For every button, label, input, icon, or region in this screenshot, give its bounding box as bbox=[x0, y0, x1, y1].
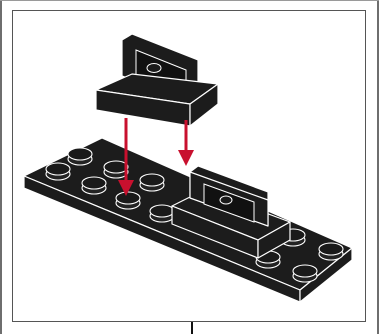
plate-stud bbox=[140, 174, 164, 191]
plate-stud bbox=[319, 243, 343, 260]
plate-stud bbox=[116, 192, 140, 209]
bracket-hole bbox=[147, 64, 161, 73]
plate-stud bbox=[68, 148, 92, 165]
plate-stud bbox=[293, 265, 317, 282]
down-arrow-right bbox=[178, 120, 194, 166]
plate-stud bbox=[46, 163, 70, 180]
bottom-divider bbox=[191, 322, 193, 334]
plate-stud bbox=[150, 205, 174, 222]
bracket-brick bbox=[96, 34, 218, 126]
plate-stud bbox=[82, 177, 106, 194]
bracket-hole bbox=[220, 196, 232, 204]
plate-stud bbox=[104, 161, 128, 178]
